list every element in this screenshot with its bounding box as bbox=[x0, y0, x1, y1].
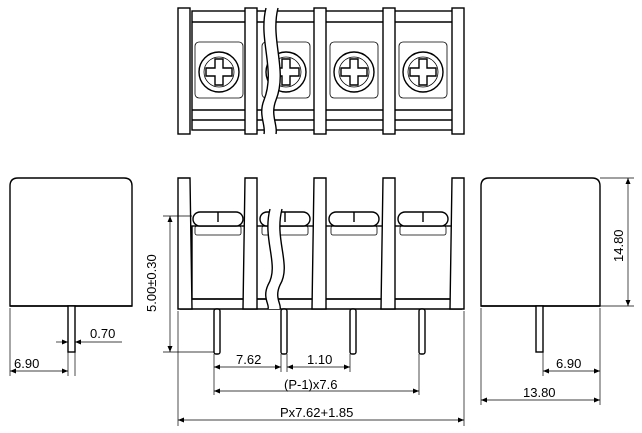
dim-side-left-pin-offset: 6.90 bbox=[14, 356, 39, 371]
screw-cells bbox=[194, 41, 448, 99]
dim-pin-width: 0.70 bbox=[90, 326, 115, 341]
dim-depth: 13.80 bbox=[523, 385, 556, 400]
screw-1 bbox=[194, 41, 244, 99]
left-side-view bbox=[9, 177, 133, 376]
dim-height: 14.80 bbox=[611, 229, 626, 262]
top-break-mark bbox=[261, 7, 281, 135]
front-pins bbox=[213, 308, 426, 355]
front-break-mark bbox=[265, 208, 285, 310]
dim-pin-gap: 1.10 bbox=[307, 352, 332, 367]
dim-side-right-pin-offset: 6.90 bbox=[556, 356, 581, 371]
right-side-view bbox=[480, 177, 634, 405]
dim-screw-height: 5.00±0.30 bbox=[144, 254, 159, 312]
dim-pitch-span: (P-1)x7.6 bbox=[284, 377, 337, 392]
top-barrier bbox=[177, 7, 465, 135]
screw-2 bbox=[261, 41, 311, 99]
dim-overall-length: Px7.62+1.85 bbox=[280, 405, 353, 420]
front-view bbox=[163, 177, 465, 426]
screw-4 bbox=[398, 41, 448, 99]
screw-3 bbox=[329, 41, 379, 99]
front-barriers bbox=[177, 177, 465, 310]
dim-pitch: 7.62 bbox=[236, 352, 261, 367]
top-view bbox=[177, 7, 465, 135]
